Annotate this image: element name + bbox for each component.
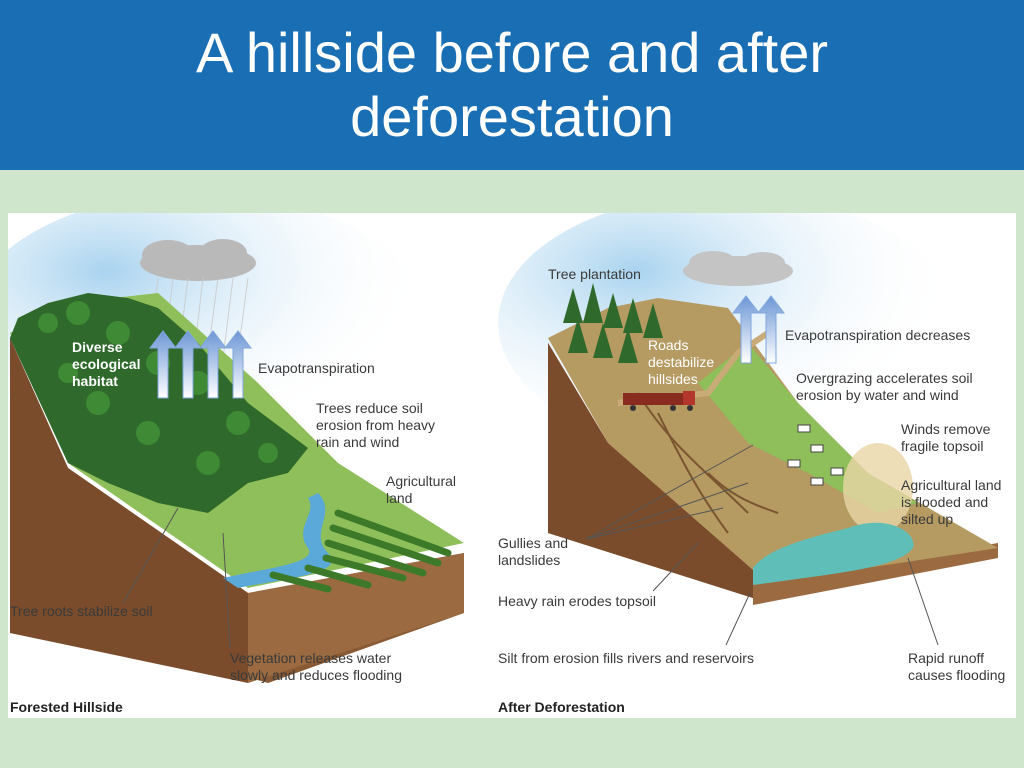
title-bar: A hillside before and after deforestatio… <box>0 0 1024 170</box>
evapotranspiration-arrow <box>148 330 178 399</box>
label-roads-destabilize: Roads destabilize hillsides <box>648 337 715 387</box>
label-diverse-habitat: Diverse ecological habitat <box>72 339 141 389</box>
evapotranspiration-arrow <box>731 295 761 364</box>
label-heavy-rain-erodes: Heavy rain erodes topsoil <box>498 593 656 609</box>
label-gullies-landslides: Gullies and landslides <box>498 535 569 568</box>
evapotranspiration-arrow <box>223 330 253 399</box>
label-agricultural-land-flooded: Agricultural land is flooded and silted … <box>901 477 1002 527</box>
evapotranspiration-arrow <box>756 295 786 364</box>
diagram-illustration <box>8 213 998 683</box>
truck-icon <box>623 391 695 411</box>
label-agricultural-land: Agricultural land <box>386 473 457 506</box>
label-evapotranspiration-decreases: Evapotranspiration decreases <box>785 327 971 343</box>
label-silt-fills-rivers: Silt from erosion fills rivers and reser… <box>498 650 754 666</box>
caption-forested-hillside: Forested Hillside <box>10 699 123 715</box>
label-rapid-runoff: Rapid runoff causes flooding <box>908 650 1006 683</box>
label-tree-roots: Tree roots stabilize soil <box>10 603 153 619</box>
cloud-icon <box>683 251 793 286</box>
caption-after-deforestation: After Deforestation <box>498 699 625 715</box>
evapotranspiration-arrow <box>198 330 228 399</box>
label-tree-plantation: Tree plantation <box>548 266 641 282</box>
deforested-hillside-illustration <box>498 213 998 646</box>
label-vegetation-releases-water: Vegetation releases water slowly and red… <box>230 650 402 683</box>
label-winds-remove-topsoil: Winds remove fragile topsoil <box>901 421 991 454</box>
tree-plantation-illustration <box>563 283 663 363</box>
cattle-icon <box>787 424 844 486</box>
forested-hillside-illustration <box>8 213 464 683</box>
rain-cloud-icon <box>140 239 256 281</box>
label-evapotranspiration: Evapotranspiration <box>258 360 375 376</box>
label-trees-reduce-erosion: Trees reduce soil erosion from heavy rai… <box>316 400 436 450</box>
evapotranspiration-arrow <box>173 330 203 399</box>
label-overgrazing: Overgrazing accelerates soil erosion by … <box>796 370 973 403</box>
slide-title: A hillside before and after deforestatio… <box>196 21 828 148</box>
diagram-figure: Diverse ecological habitat Evapotranspir… <box>8 213 1016 718</box>
